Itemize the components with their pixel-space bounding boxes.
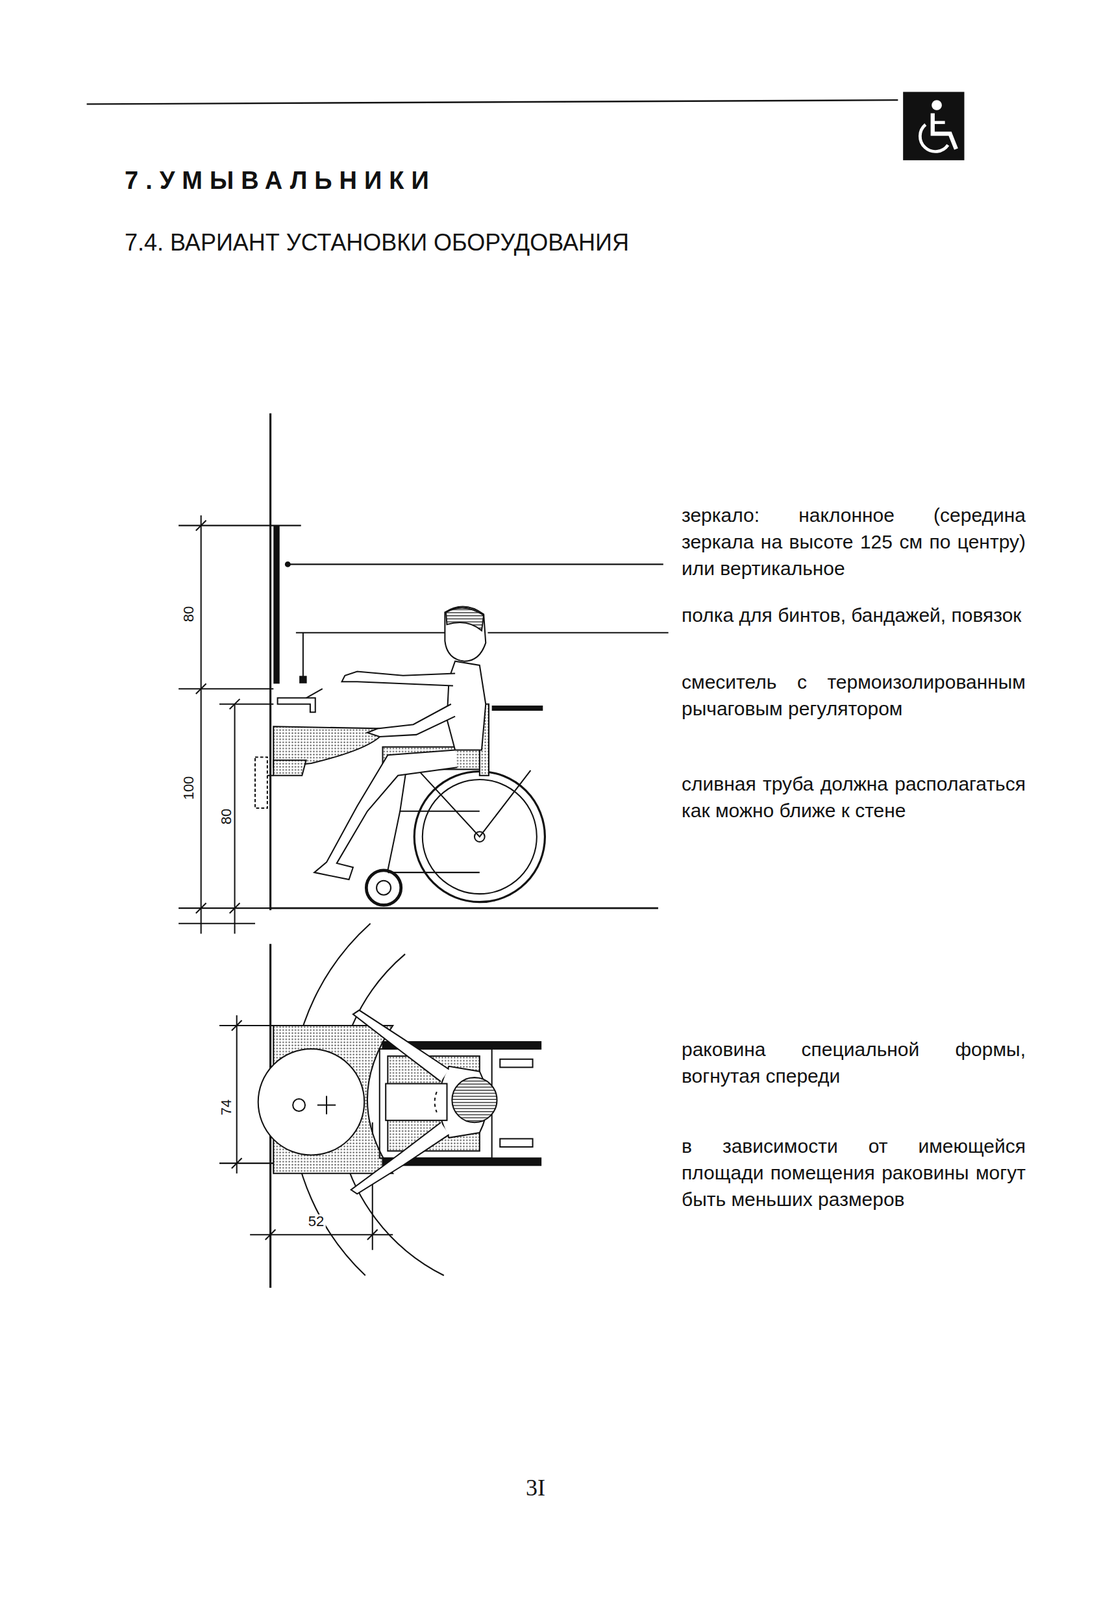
dimension-value: 74 [219, 1097, 234, 1118]
header-rule [86, 99, 899, 104]
annotation-note: полка для бинтов, бандажей, повязок [681, 601, 1026, 629]
dimension-value: 100 [181, 774, 197, 803]
dimension-value: 80 [181, 604, 197, 624]
dimension-value: 80 [219, 806, 234, 827]
annotation-note: сливная труба должна располагаться как м… [681, 770, 1026, 824]
annotation-note: зеркало: наклонное (середина зеркала на … [681, 501, 1026, 582]
annotation-note: раковина специальной формы, вогнутая спе… [681, 1036, 1026, 1090]
annotation-note: в зависимости от имеющейся площади помещ… [681, 1132, 1026, 1213]
section-heading: 7.4. ВАРИАНТ УСТАНОВКИ ОБОРУДОВАНИЯ [124, 228, 630, 257]
elevation-drawing [178, 413, 669, 935]
dimension-value: 52 [306, 1214, 326, 1229]
plan-drawing [219, 923, 541, 1288]
chapter-title: 7.УМЫВАЛЬНИКИ [124, 166, 437, 197]
page-number: 3I [525, 1474, 546, 1502]
annotation-note: смеситель с термоизолированным рычаговым… [681, 668, 1026, 722]
wheelchair-icon [902, 92, 964, 161]
